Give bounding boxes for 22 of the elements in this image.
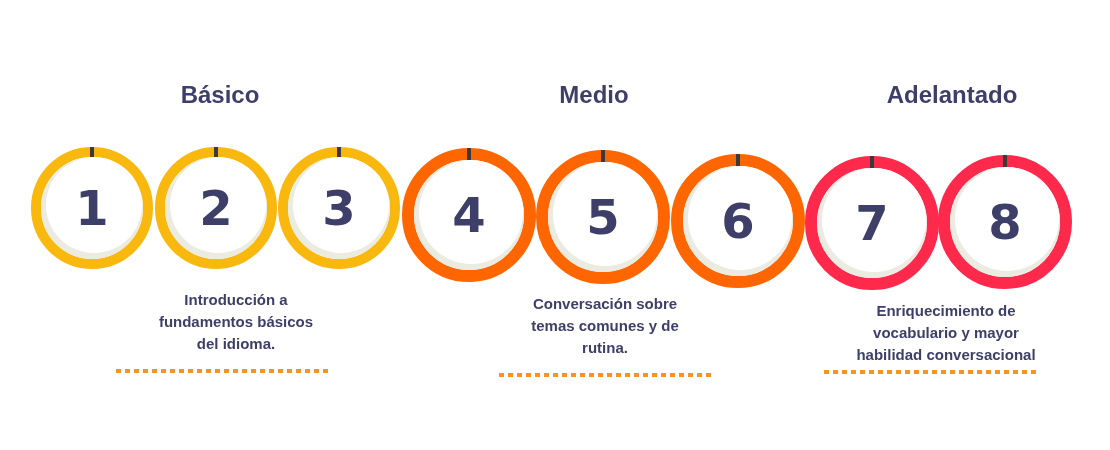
- step-number: 6: [721, 197, 755, 245]
- level-description: Enriquecimiento de vocabulario y mayor habilidad conversacional: [855, 301, 1037, 365]
- step-circle: [31, 147, 153, 269]
- step-number: 3: [322, 184, 356, 232]
- step-number: 2: [199, 184, 233, 232]
- level-description: Introducción a fundamentos básicos del idioma.: [157, 290, 315, 354]
- level-heading: Medio: [558, 80, 630, 110]
- step-circle: [805, 156, 939, 290]
- step-number: 7: [855, 199, 889, 247]
- step-circle: [402, 148, 536, 282]
- step-circle: [671, 154, 805, 288]
- step-number: 4: [452, 191, 486, 239]
- level-heading: Adelantado: [885, 80, 1019, 110]
- step-number: 5: [586, 193, 620, 241]
- step-circle: [536, 150, 670, 284]
- level-description: Conversación sobre temas comunes y de rutina.: [530, 294, 680, 358]
- level-heading: Básico: [179, 80, 261, 110]
- step-circle: [278, 147, 400, 269]
- step-circle: [938, 155, 1072, 289]
- step-number: 1: [75, 184, 109, 232]
- step-number: 8: [988, 198, 1022, 246]
- step-circle: [155, 147, 277, 269]
